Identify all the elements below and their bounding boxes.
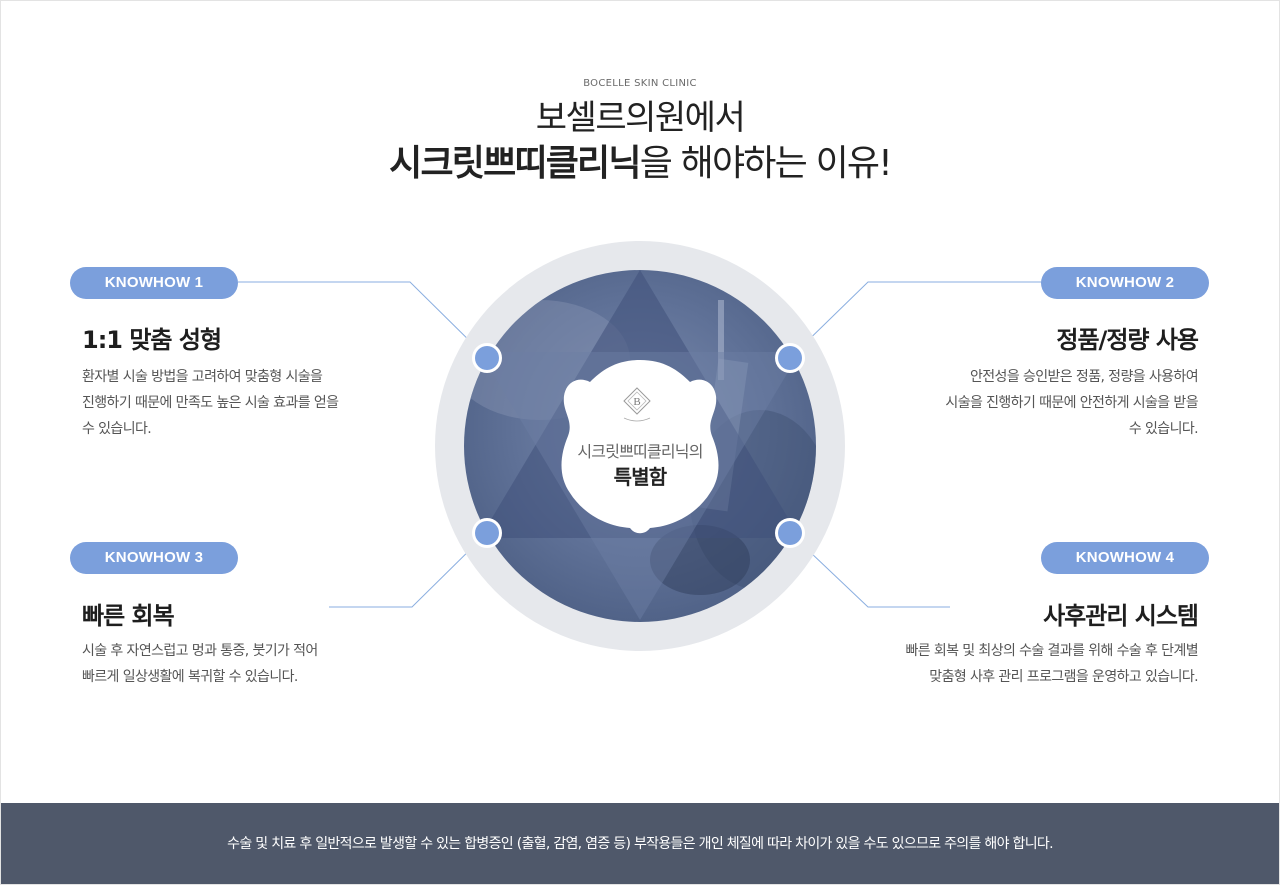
knowhow-1-desc-line: 수 있습니다.	[82, 421, 152, 437]
knowhow-2-desc-line: 수 있습니다.	[1128, 421, 1199, 437]
center-title: 특별함	[613, 465, 668, 489]
knowhow-1-desc-line: 진행하기 때문에 만족도 높은 시술 효과를 얻을	[82, 395, 339, 411]
knowhow-3-desc: 시술 후 자연스럽고 멍과 통증, 붓기가 적어 빠르게 일상생활에 복귀할 수…	[82, 638, 382, 690]
knowhow-1-badge: KNOWHOW 1	[70, 267, 238, 299]
page-title-line1: 보셀르의원에서	[535, 98, 746, 138]
knowhow-3-desc-line: 시술 후 자연스럽고 멍과 통증, 붓기가 적어	[82, 643, 318, 659]
knowhow-2-desc-line: 안전성을 승인받은 정품, 정량을 사용하여	[969, 369, 1199, 385]
knowhow-2-badge: KNOWHOW 2	[1041, 267, 1209, 299]
knowhow-4-badge: KNOWHOW 4	[1041, 542, 1209, 574]
knowhow-1-desc: 환자별 시술 방법을 고려하여 맞춤형 시술을 진행하기 때문에 만족도 높은 …	[82, 364, 382, 442]
knowhow-2-title: 정품/정량 사용	[1056, 326, 1199, 354]
knowhow-3-badge: KNOWHOW 3	[70, 542, 238, 574]
title-highlight: 시크릿쁘띠클리닉	[389, 143, 641, 184]
footer-notice-text: 수술 및 치료 후 일반적으로 발생할 수 있는 합병증인 (출혈, 감염, 염…	[227, 836, 1053, 852]
clinic-eyebrow: BOCELLE SKIN CLINIC	[583, 78, 697, 89]
footer-notice-bar: 수술 및 치료 후 일반적으로 발생할 수 있는 합병증인 (출혈, 감염, 염…	[1, 803, 1279, 884]
knowhow-1-title: 1:1 맞춤 성형	[82, 326, 222, 354]
title-rest: 을 해야하는 이유!	[639, 143, 893, 184]
knowhow-2-desc: 안전성을 승인받은 정품, 정량을 사용하여 시술을 진행하기 때문에 안전하게…	[878, 364, 1198, 442]
knowhow-4-desc-line: 맞춤형 사후 관리 프로그램을 운영하고 있습니다.	[929, 669, 1198, 685]
knowhow-4-title: 사후관리 시스템	[1043, 602, 1199, 630]
knowhow-2-desc-line: 시술을 진행하기 때문에 안전하게 시술을 받을	[945, 395, 1198, 411]
knowhow-4-desc-line: 빠른 회복 및 최상의 수술 결과를 위해 수술 후 단계별	[905, 643, 1198, 659]
knowhow-1-desc-line: 환자별 시술 방법을 고려하여 맞춤형 시술을	[82, 369, 323, 385]
knowhow-3-desc-line: 빠르게 일상생활에 복귀할 수 있습니다.	[82, 669, 298, 685]
center-subtitle: 시크릿쁘띠클리닉의	[577, 442, 703, 461]
page-title-line2: 시크릿쁘띠클리닉을 해야하는 이유!	[0, 141, 1280, 187]
knowhow-3-title: 빠른 회복	[82, 602, 175, 630]
knowhow-4-desc: 빠른 회복 및 최상의 수술 결과를 위해 수술 후 단계별 맞춤형 사후 관리…	[838, 638, 1198, 690]
